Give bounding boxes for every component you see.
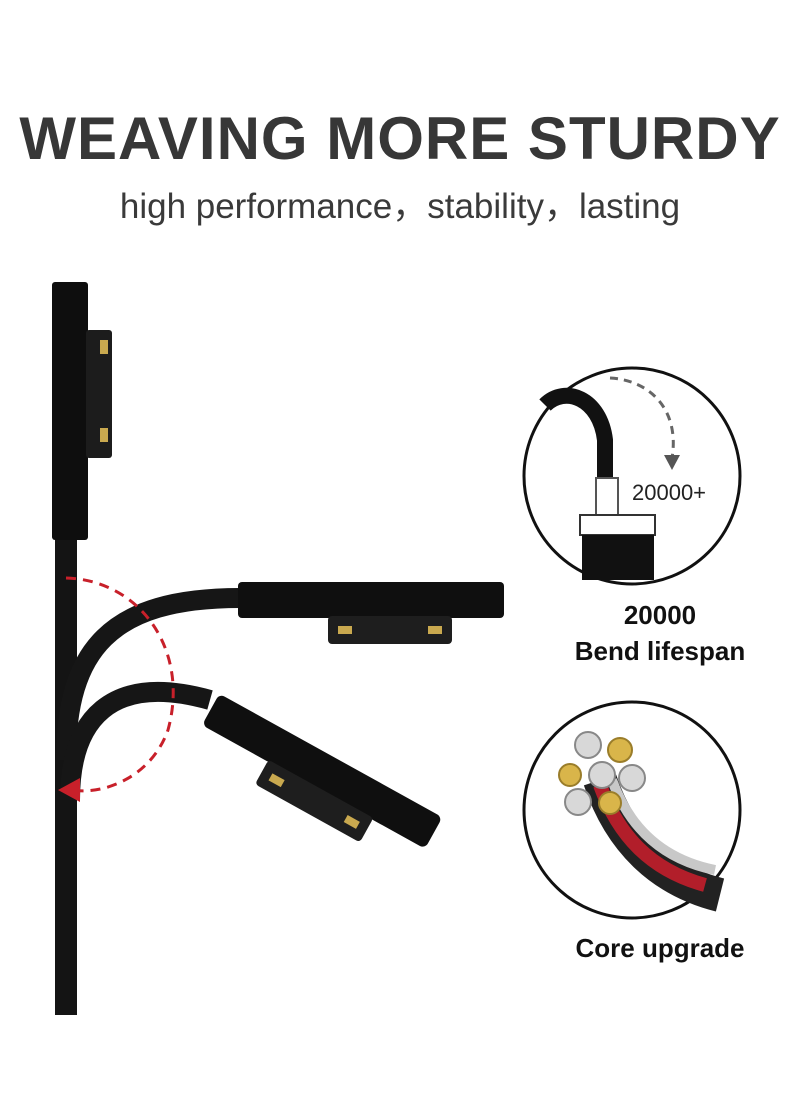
bend-test-badge: 20000+: [522, 366, 742, 586]
bend-lifespan-label: Bend lifespan: [574, 636, 746, 666]
bend-lifespan-caption: 20000 Bend lifespan: [530, 597, 790, 669]
bent-cable-upper: [56, 582, 504, 761]
bend-count: 20000+: [632, 480, 706, 505]
cable-core-badge: [522, 700, 742, 920]
bend-lifespan-number: 20000: [623, 600, 697, 630]
bent-cable-lower: [60, 681, 441, 847]
subheadline: high performance，stability，lasting: [119, 187, 681, 226]
headline: WEAVING MORE STURDY: [19, 105, 781, 172]
bend-arrow-icon: [58, 576, 175, 802]
core-upgrade-caption: Core upgrade: [575, 933, 745, 963]
